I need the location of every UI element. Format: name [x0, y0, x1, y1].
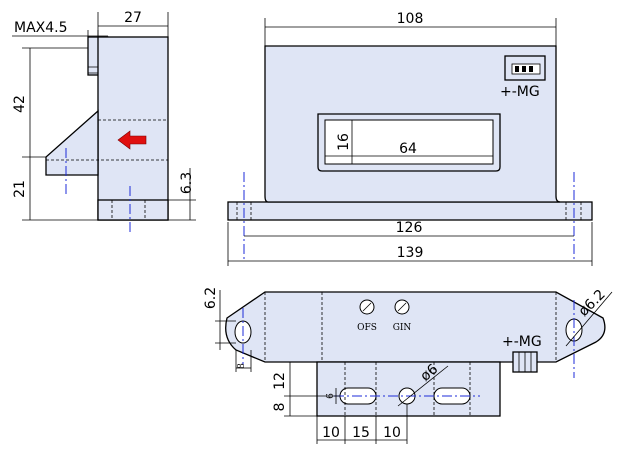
bottom-connector-label: +-MG: [502, 334, 542, 350]
side-slant-projection: [45, 109, 99, 176]
side-view: 27 MAX4.5 42 21 6.3: [12, 10, 196, 234]
dim-lower-height: 21: [12, 180, 28, 198]
ofs-label: OFS: [357, 323, 377, 333]
dim-base-10a: 10: [322, 425, 340, 441]
front-window-opening: [324, 119, 494, 165]
dim-overall-width: 139: [397, 245, 424, 261]
bottom-view: OFS GIN +-MG 6.2 8 ø6.2: [203, 287, 613, 444]
dim-ear-height: 6.2: [203, 287, 219, 309]
dim-max-label: MAX4.5: [14, 20, 68, 36]
side-foot: [97, 199, 169, 221]
front-view: +-MG 108 16 64 126 139: [227, 11, 593, 266]
dim-window-height: 16: [336, 133, 352, 151]
dim-window-width: 64: [399, 141, 417, 157]
bottom-main-plate: [225, 291, 606, 363]
current-direction-arrow-icon: [117, 130, 147, 150]
dim-base-6: 6: [326, 393, 336, 399]
front-base-flange: [227, 201, 593, 221]
dim-base-10b: 10: [383, 425, 401, 441]
gin-label: GIN: [393, 323, 412, 333]
dim-top-width: 108: [397, 11, 424, 27]
front-connector-label: +-MG: [500, 84, 540, 100]
dim-ear-edge: 8: [237, 363, 247, 369]
dim-upper-height: 42: [12, 95, 28, 113]
dim-side-width: 27: [124, 10, 142, 26]
side-main-body: [97, 36, 169, 221]
dim-foot-height: 6.3: [179, 172, 195, 194]
dim-base-15: 15: [352, 425, 370, 441]
dim-base-12: 12: [272, 372, 288, 390]
dim-hole-spacing: 126: [396, 220, 423, 236]
dim-base-8: 8: [272, 403, 288, 412]
